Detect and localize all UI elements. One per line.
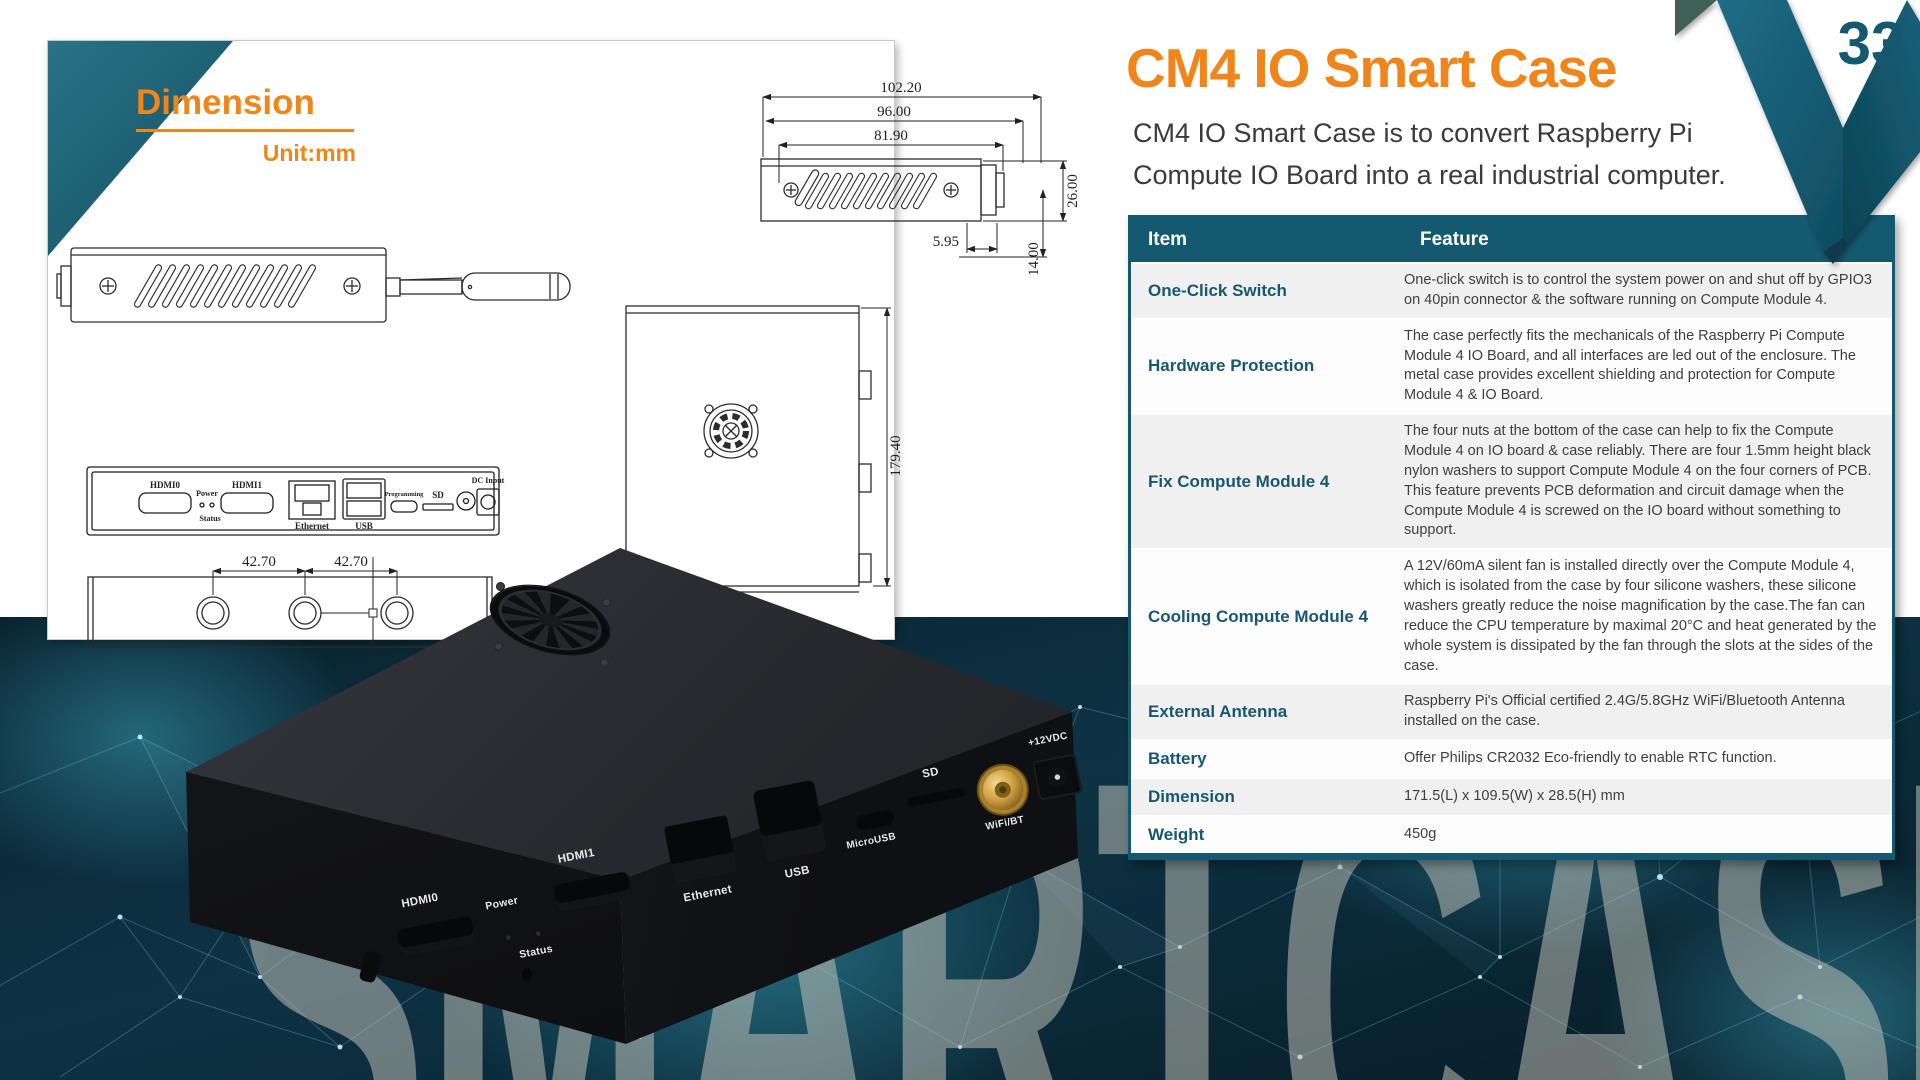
header-item: Item	[1148, 229, 1188, 250]
usb-port	[752, 779, 828, 863]
dc-power-jack	[1031, 753, 1083, 801]
description-line-1: CM4 IO Smart Case is to convert Raspberr…	[1133, 118, 1693, 148]
hdmi0-port	[396, 915, 477, 958]
rear-label-power: Power	[196, 489, 218, 498]
rear-label-hdmi0: HDMI0	[150, 480, 180, 490]
dim-179-40: 179.40	[888, 435, 904, 476]
rear-label-usb: USB	[355, 521, 373, 531]
rear-label-programming: Programming	[385, 491, 425, 498]
dim-81-90: 81.90	[874, 128, 908, 144]
screw	[496, 582, 505, 591]
feature-table: Item Feature One-Click Switch One-click …	[1128, 215, 1895, 861]
power-led	[505, 934, 512, 941]
sd-slot	[906, 787, 966, 808]
row-feature: The four nuts at the bottom of the case …	[1404, 423, 1872, 539]
drawing-side-view-antenna	[56, 247, 571, 323]
row-feature: Raspberry Pi's Official certified 2.4G/5…	[1404, 693, 1845, 730]
row-feature: The case perfectly fits the mechanicals …	[1404, 327, 1856, 404]
port-label-usb: USB	[783, 864, 811, 881]
dim-42-70-right: 42.70	[334, 554, 368, 570]
drawing-rear-port-view: HDMI0 Power Status HDMI1 Ethernet USB Pr…	[86, 466, 505, 536]
screw	[494, 642, 503, 651]
row-item: Hardware Protection	[1148, 356, 1315, 376]
side-hole	[522, 968, 532, 981]
rear-label-ethernet: Ethernet	[295, 521, 329, 531]
header-feature: Feature	[1420, 229, 1489, 250]
page-number: 33	[1838, 10, 1905, 77]
dim-14-00: 14.00	[1026, 242, 1042, 276]
table-row: External Antenna Raspberry Pi's Official…	[1131, 683, 1892, 740]
status-led	[535, 930, 542, 937]
table-row: Dimension 171.5(L) x 109.5(W) x 28.5(H) …	[1131, 777, 1892, 816]
row-item: Fix Compute Module 4	[1148, 471, 1330, 491]
table-row: Cooling Compute Module 4 A 12V/60mA sile…	[1131, 548, 1892, 684]
row-feature: A 12V/60mA silent fan is installed direc…	[1404, 558, 1877, 674]
page-title: CM4 IO Smart Case	[1126, 37, 1617, 99]
row-feature: 450g	[1404, 826, 1437, 843]
row-item: Weight	[1148, 825, 1205, 845]
panel-title: Dimension	[136, 83, 315, 122]
panel-unit-label: Unit:mm	[262, 140, 356, 166]
port-label-power: Power	[484, 894, 520, 913]
hdmi1-port	[552, 870, 633, 913]
page-corner-ribbon: 33	[1675, 0, 1920, 264]
rear-label-dc-input: DC Input	[472, 476, 505, 485]
screw	[602, 598, 611, 607]
table-row: Fix Compute Module 4 The four nuts at th…	[1131, 413, 1892, 549]
port-label-hdmi0: HDMI0	[400, 891, 440, 911]
table-header: Item Feature	[1131, 218, 1892, 262]
wifi-bt-antenna-connector	[979, 766, 1027, 814]
row-feature: Offer Philips CR2032 Eco-friendly to ena…	[1404, 750, 1777, 767]
product-photo: HDMI0 Power Status HDMI1 Ethernet USB Mi…	[150, 520, 1120, 1080]
port-label-hdmi1: HDMI1	[556, 846, 596, 866]
rear-label-hdmi1: HDMI1	[232, 480, 262, 490]
row-item: Battery	[1148, 749, 1207, 769]
description-line-2: Compute IO Board into a real industrial …	[1133, 160, 1726, 190]
table-row: Hardware Protection The case perfectly f…	[1131, 317, 1892, 414]
dim-102-20: 102.20	[880, 80, 921, 96]
rear-label-status: Status	[199, 514, 220, 523]
port-label-microusb: MicroUSB	[845, 831, 897, 852]
title-underline	[136, 129, 354, 132]
row-item: External Antenna	[1148, 702, 1288, 722]
dim-96-00: 96.00	[877, 104, 911, 120]
dimension-panel: Dimension Unit:mm	[47, 40, 1081, 659]
microusb-port	[855, 809, 896, 832]
port-label-wifibt: WiFi/BT	[984, 814, 1026, 833]
row-item: Dimension	[1148, 787, 1235, 807]
row-feature: 171.5(L) x 109.5(W) x 28.5(H) mm	[1404, 788, 1625, 805]
table-row: Weight 450g	[1131, 815, 1892, 854]
port-label-status: Status	[518, 942, 554, 961]
table-row: One-Click Switch One-click switch is to …	[1131, 262, 1892, 318]
drawing-side-view-dimensions: 102.20 96.00 81.90 26.00 14.00 5.95	[760, 80, 1081, 276]
dim-5-95: 5.95	[933, 234, 959, 250]
ethernet-port	[663, 814, 738, 885]
row-feature: One-click switch is to control the syste…	[1404, 272, 1872, 308]
rear-label-sd: SD	[432, 490, 444, 500]
dim-42-70-left: 42.70	[242, 554, 276, 570]
table-row: Battery Offer Philips CR2032 Eco-friendl…	[1131, 739, 1892, 778]
row-item: Cooling Compute Module 4	[1148, 606, 1369, 626]
screw	[600, 658, 609, 667]
row-item: One-Click Switch	[1148, 280, 1287, 300]
port-label-ethernet: Ethernet	[682, 883, 733, 905]
port-label-sd: SD	[921, 765, 940, 781]
dim-26-00: 26.00	[1065, 174, 1081, 208]
